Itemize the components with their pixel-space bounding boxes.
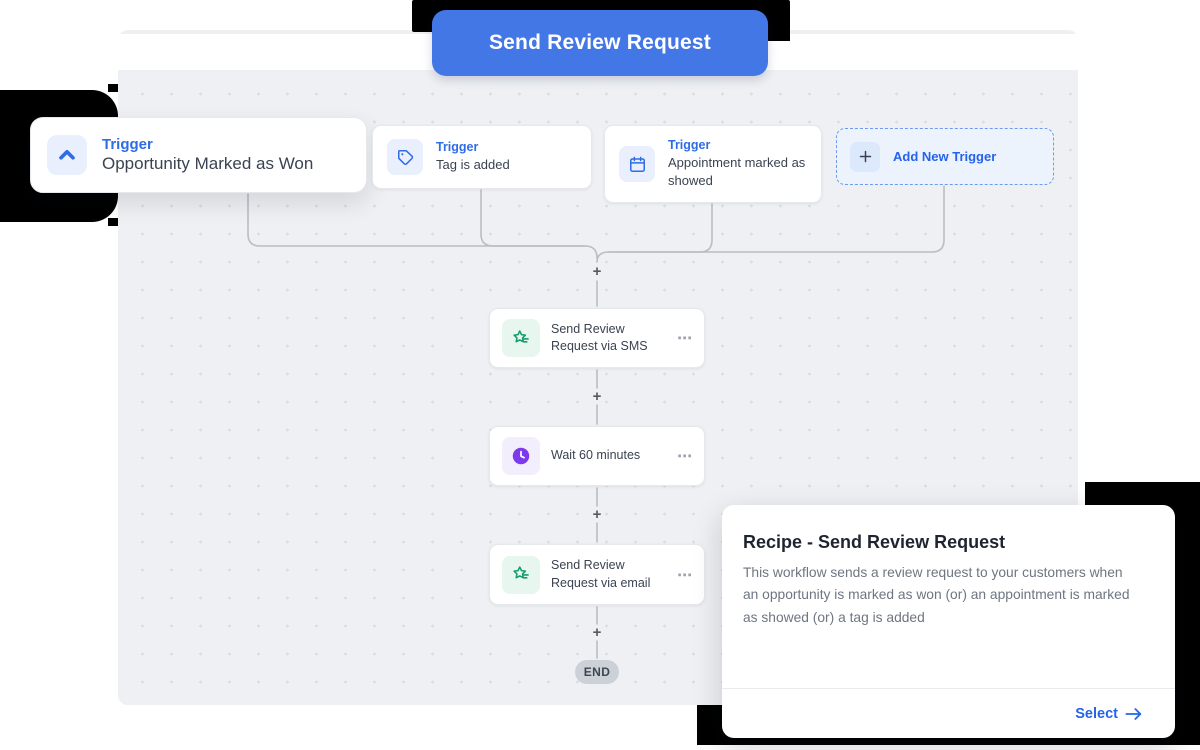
arrow-right-icon	[1125, 707, 1142, 720]
decor-notch-left-bottom	[108, 218, 118, 226]
workflow-title-button[interactable]: Send Review Request	[432, 10, 768, 76]
action-title: Send Review Request via email	[551, 558, 651, 590]
add-new-trigger-button[interactable]: Add New Trigger	[836, 128, 1054, 185]
more-menu-icon[interactable]: ⋯	[677, 330, 692, 347]
branch-merge-plus[interactable]: +	[592, 263, 602, 280]
add-step-plus[interactable]: +	[592, 388, 602, 405]
decor-notch-left-top	[108, 84, 118, 92]
add-step-plus[interactable]: +	[592, 624, 602, 641]
recipe-card: Recipe - Send Review Request This workfl…	[722, 505, 1175, 738]
plus-icon	[850, 141, 880, 172]
calendar-icon	[619, 146, 655, 182]
trigger-card-tag-added[interactable]: Trigger Tag is added	[372, 125, 592, 189]
workflow-title-label: Send Review Request	[488, 31, 712, 54]
add-step-plus[interactable]: +	[592, 506, 602, 523]
recipe-title: Recipe - Send Review Request	[743, 532, 1006, 552]
select-label: Select	[1075, 705, 1118, 722]
more-menu-icon[interactable]: ⋯	[677, 566, 692, 584]
trigger-title: Appointment marked as showed	[668, 155, 806, 188]
trigger-title: Tag is added	[436, 157, 510, 173]
trigger-title: Opportunity Marked as Won	[102, 154, 314, 173]
trigger-card-appointment-showed[interactable]: Trigger Appointment marked as showed	[604, 125, 822, 203]
chevron-up-icon	[47, 135, 87, 175]
action-card-send-email[interactable]: Send Review Request via email ⋯	[489, 544, 705, 605]
tag-icon	[387, 139, 423, 175]
clock-icon	[502, 437, 540, 475]
add-new-trigger-label: Add New Trigger	[893, 149, 997, 164]
action-title: Send Review Request via SMS	[551, 321, 648, 354]
end-node: END	[575, 660, 619, 684]
recipe-description: This workflow sends a review request to …	[743, 565, 1130, 625]
action-card-wait[interactable]: Wait 60 minutes ⋯	[489, 426, 705, 486]
trigger-label: Trigger	[102, 136, 153, 153]
action-title: Wait 60 minutes	[551, 448, 641, 463]
select-button[interactable]: Select	[1075, 706, 1143, 722]
review-star-icon	[502, 555, 540, 594]
end-label: END	[583, 665, 611, 679]
trigger-label: Trigger	[668, 138, 711, 153]
review-star-icon	[502, 319, 540, 357]
trigger-label: Trigger	[436, 140, 479, 155]
action-card-send-sms[interactable]: Send Review Request via SMS ⋯	[489, 308, 705, 368]
recipe-footer: Select	[722, 688, 1175, 738]
decor-notch-top	[768, 30, 790, 41]
more-menu-icon[interactable]: ⋯	[677, 448, 692, 465]
trigger-card-opportunity-won[interactable]: Trigger Opportunity Marked as Won	[30, 117, 367, 193]
